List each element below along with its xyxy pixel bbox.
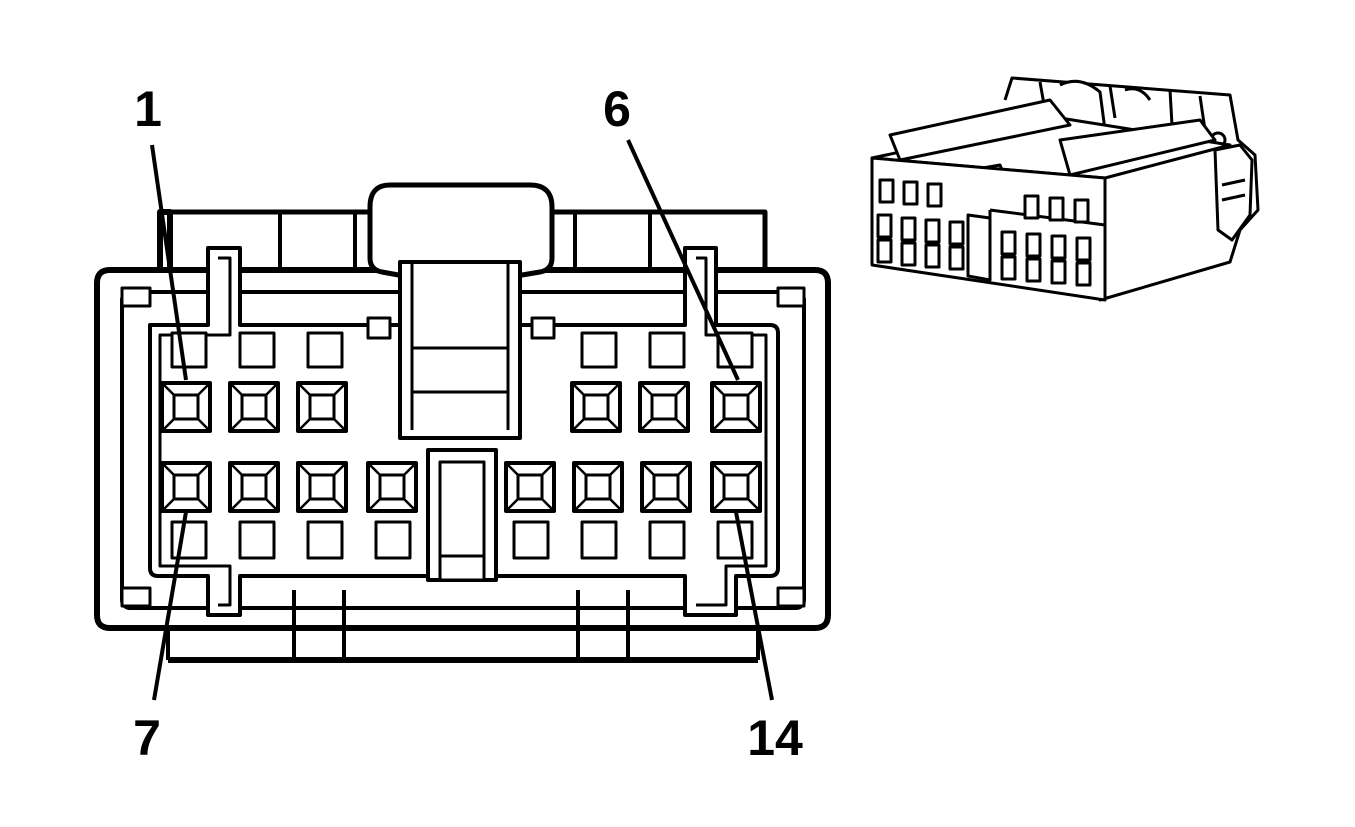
cavity-pin-5 (638, 381, 690, 433)
pin-label-7: 7 (133, 710, 161, 766)
cavity-pin-1 (160, 381, 212, 433)
cavity-pin-11 (504, 461, 556, 513)
cavity-pin-8 (228, 461, 280, 513)
bottom-row-cavities (160, 461, 762, 513)
leader-lines (150, 139, 774, 701)
cavity-pin-3 (296, 381, 348, 433)
cavity-pin-10 (366, 461, 418, 513)
pin-label-14: 14 (747, 710, 803, 766)
cavity-pin-4 (570, 381, 622, 433)
cavity-pin-12 (572, 461, 624, 513)
latch-channel (398, 260, 522, 440)
leader-line-pin-14 (734, 511, 774, 701)
leader-line-pin-1 (150, 144, 188, 381)
cavity-pin-14 (710, 461, 762, 513)
top-row-cavities (160, 381, 762, 433)
center-key (426, 448, 498, 582)
pin-label-6: 6 (603, 81, 631, 137)
top-row-windows (170, 331, 754, 369)
cavity-pin-7 (160, 461, 212, 513)
pin-label-1: 1 (134, 81, 162, 137)
leader-line-pin-6 (626, 139, 740, 381)
connector-isometric-view (870, 76, 1260, 302)
cavity-pin-2 (228, 381, 280, 433)
connector-face-view (94, 182, 831, 663)
cavity-pin-9 (296, 461, 348, 513)
cavity-pin-6 (710, 381, 762, 433)
leader-line-pin-7 (152, 511, 188, 701)
cavity-pin-13 (640, 461, 692, 513)
pin-labels: 1 6 7 14 (133, 81, 803, 766)
